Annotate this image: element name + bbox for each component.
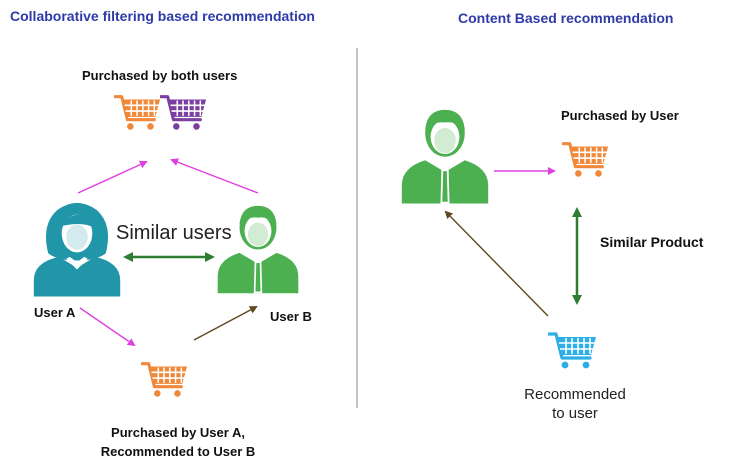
user-b-label: User B [270, 309, 312, 324]
cart-icon [114, 95, 162, 132]
arrow-user-a-to-cart [79, 307, 136, 347]
user-a-label: User A [34, 305, 76, 320]
arrow-user-a-to-shared [77, 160, 148, 194]
arrow-user-b-to-shared [170, 158, 259, 194]
recommended-to-user-line-2: to user [552, 405, 598, 422]
similar-users-label: Similar users [116, 222, 232, 244]
recommended-to-user-line-1: Recommended [524, 386, 626, 403]
cart-icon [141, 362, 189, 399]
male-user-icon [401, 109, 489, 204]
purchased-both-label: Purchased by both users [82, 68, 238, 83]
recommended-line-2: Recommended to User B [100, 444, 256, 459]
female-user-icon [33, 202, 121, 297]
male-user-icon [217, 205, 299, 294]
purchased-by-user-label: Purchased by User [561, 108, 679, 123]
cart-icon [562, 142, 610, 179]
similar-product-label: Similar Product [600, 234, 704, 250]
arrow-cart-to-user-b [193, 306, 258, 341]
right-panel-title: Content Based recommendation [458, 10, 674, 26]
cart-icon [548, 332, 598, 371]
arrow-recommended-to-user [444, 210, 549, 317]
recommended-line-1: Purchased by User A, [111, 425, 245, 440]
left-panel-title: Collaborative filtering based recommenda… [10, 8, 315, 24]
cart-icon [160, 95, 208, 132]
